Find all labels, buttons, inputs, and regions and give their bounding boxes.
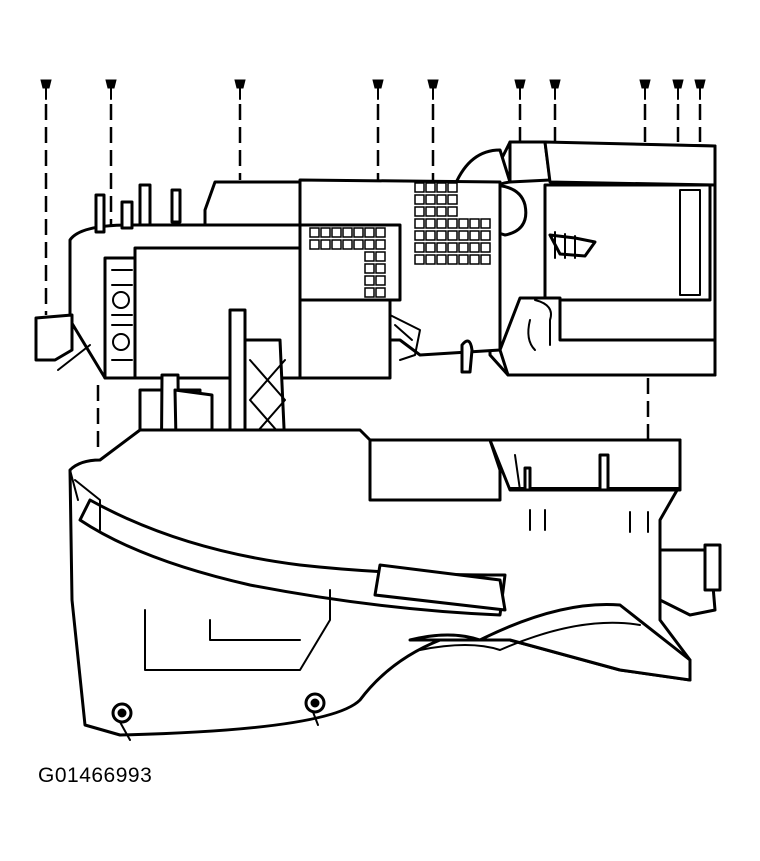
alignment-lines	[44, 104, 702, 450]
screw-icon	[639, 79, 651, 100]
screw-icon	[514, 79, 526, 100]
screw-icon	[672, 79, 684, 100]
screw-icon	[234, 79, 246, 100]
screw-icon	[372, 79, 384, 100]
screw-icon	[549, 79, 561, 100]
lower-module-case	[68, 428, 722, 741]
vent-grid	[309, 182, 491, 298]
screw-icon	[105, 79, 117, 100]
figure-id-label: G01466993	[38, 764, 153, 787]
screws-group	[40, 79, 706, 100]
upper-module-case	[34, 140, 717, 380]
screw-icon	[694, 79, 706, 100]
screw-icon	[40, 79, 52, 100]
screw-icon	[427, 79, 439, 100]
